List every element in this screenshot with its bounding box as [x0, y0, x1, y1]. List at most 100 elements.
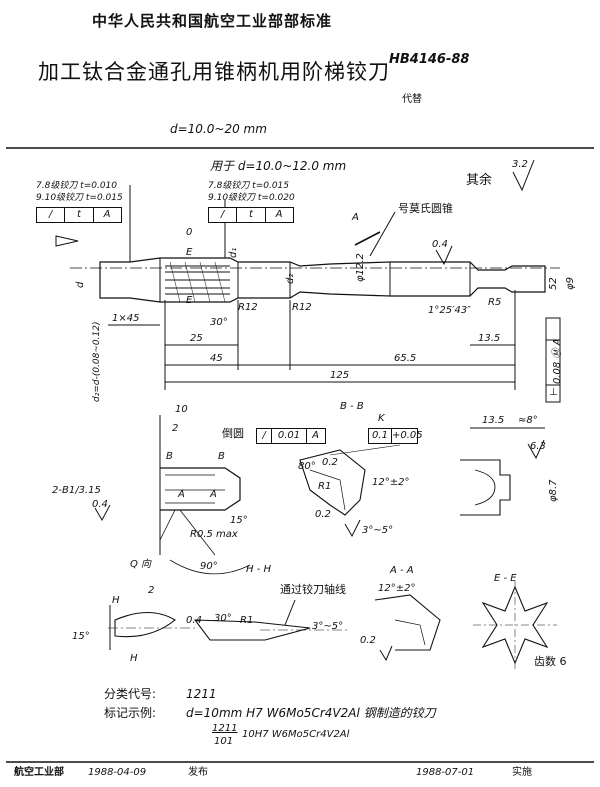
fcf-left-sym: /: [37, 208, 65, 222]
fcf-chamfer-val: 0.01: [272, 429, 307, 443]
label-b2: B: [218, 451, 225, 462]
fcf-mid: / t A: [208, 207, 294, 223]
axis-label: 通过铰刀轴线: [280, 583, 346, 596]
angle-12b: 12°±2°: [378, 583, 416, 594]
fcf-left-a: A: [103, 209, 111, 220]
dim-phi9: φ9: [565, 277, 576, 290]
example-text: d=10mm H7 W6Mo5Cr4V2Al 钢制造的铰刀: [186, 706, 436, 720]
section-a-mark: A: [352, 212, 359, 223]
footer-issuer: 航空工业部: [14, 767, 64, 778]
fcf-chamfer: / 0.01 A: [256, 428, 326, 444]
angle-3-5b: 3°~5°: [312, 621, 344, 632]
diameter-range: d=10.0~20 mm: [170, 122, 267, 136]
footer-issue-label: 发布: [188, 767, 208, 778]
dim-r12: R12: [238, 302, 258, 313]
view-q-label: Q 向: [130, 559, 152, 570]
roughness-02a: 0.2: [322, 457, 338, 468]
dim-chamfer: 1×45: [112, 313, 140, 324]
dim-phi122: φ12.2: [355, 253, 366, 282]
roughness-02b: 0.2: [315, 509, 331, 520]
footer-issue-date: 1988-04-09: [88, 767, 147, 778]
dim-d1: d₁: [228, 247, 239, 258]
angle-8: ≈8°: [518, 415, 538, 426]
replaces-label: 代替: [402, 94, 422, 105]
fcf-left-t: t: [65, 208, 94, 222]
fcf-chamfer-sym: /: [257, 429, 272, 443]
footer-impl-label: 实施: [512, 767, 532, 778]
label-a2: A: [210, 489, 217, 500]
label-h1: H: [112, 595, 120, 606]
page-title: 加工钛合金通孔用锥柄机用阶梯铰刀: [38, 60, 390, 84]
section-aa-title: A - A: [390, 565, 414, 576]
tol-mid-1: 7.8级铰刀 t=0.015: [208, 181, 290, 191]
dim-45: 45: [210, 353, 223, 364]
standard-org-header: 中华人民共和国航空工业部部标准: [92, 12, 333, 30]
dim-10: 10: [175, 404, 188, 415]
section-e-mark-2: E: [186, 295, 193, 306]
angle-3-5: 3°~5°: [362, 525, 394, 536]
section-bb-title: B - B: [340, 401, 364, 412]
standard-number: HB4146-88: [389, 52, 470, 67]
chamfer-label: 倒圆: [222, 427, 244, 440]
dim-52: 52: [548, 277, 559, 290]
roughness-04b: 0.4: [92, 499, 108, 510]
label-h2: H: [130, 653, 138, 664]
fcf-right-value: 0.08 Ⓜ A: [552, 338, 563, 384]
angle-90: 90°: [200, 561, 218, 572]
roughness-04c: 0.4: [186, 615, 202, 626]
fcf-left: / t A: [36, 207, 122, 223]
section-hh-title: H - H: [246, 564, 272, 575]
angle-12: 12°±2°: [372, 477, 410, 488]
fcf-mid-sym: /: [209, 208, 237, 222]
class-code: 1211: [186, 687, 217, 701]
morse-taper-label: 号莫氏圆锥: [398, 202, 453, 215]
tol-left-2: 9.10级铰刀 t=0.015: [36, 193, 123, 203]
angle-30b: 30°: [214, 613, 232, 624]
angle-15: 15°: [230, 515, 248, 526]
rest-label: 其余: [466, 173, 493, 188]
roughness-02c: 0.2: [360, 635, 376, 646]
dim-135b: 13.5: [482, 415, 505, 426]
label-b: B: [166, 451, 173, 462]
dim-30deg: 30°: [210, 317, 228, 328]
dim-0: 0: [186, 227, 193, 238]
dim-r5: R5: [488, 297, 502, 308]
radius-r1a: R1: [318, 481, 332, 492]
k-tolerance: +0.05: [392, 430, 423, 441]
dim-phi87: φ8.7: [548, 479, 559, 503]
dim-d: d: [75, 281, 86, 288]
fcf-mid-t: t: [237, 208, 266, 222]
rest-roughness: 3.2: [512, 159, 528, 170]
label-k: K: [378, 413, 385, 424]
fcf-chamfer-a: A: [312, 430, 319, 441]
dim-2: 2: [172, 423, 179, 434]
teeth-count: 齿数 6: [534, 655, 567, 668]
code-rest: 10H7 W6Mo5Cr4V2Al: [242, 729, 350, 740]
dim-25: 25: [190, 333, 203, 344]
k-value: 0.1: [369, 429, 392, 443]
dim-d2-label: d₂: [285, 273, 296, 284]
k-box: 0.1 +0.05: [368, 428, 423, 444]
dim-135: 13.5: [478, 333, 501, 344]
section-ee-title: E - E: [494, 573, 517, 584]
section-e-mark: E: [186, 247, 193, 258]
fcf-mid-a: A: [275, 209, 283, 220]
class-code-label: 分类代号:: [104, 687, 157, 701]
dim-taper-angle: 1°25′43″: [428, 305, 471, 316]
note-range: 用于 d=10.0~12.0 mm: [210, 159, 347, 173]
tol-left-1: 7.8级铰刀 t=0.010: [36, 181, 118, 191]
dim-655: 65.5: [394, 353, 417, 364]
d2-formula: d₂=d-(0.08~0.12): [92, 321, 102, 402]
angle-15b: 15°: [72, 631, 90, 642]
example-label: 标记示例:: [104, 706, 157, 720]
tol-mid-2: 9.10级铰刀 t=0.020: [208, 193, 295, 203]
dim-125: 125: [330, 370, 350, 381]
radius-r1b: R1: [240, 615, 254, 626]
dim-2b: 2: [148, 585, 155, 596]
center-hole-label: 2-B1/3.15: [52, 485, 101, 496]
fcf-right-symbol: ⊥: [549, 387, 558, 398]
footer-impl-date: 1988-07-01: [416, 767, 475, 778]
angle-80: 80°: [298, 461, 316, 472]
code-numerator: 1211: [212, 723, 238, 734]
